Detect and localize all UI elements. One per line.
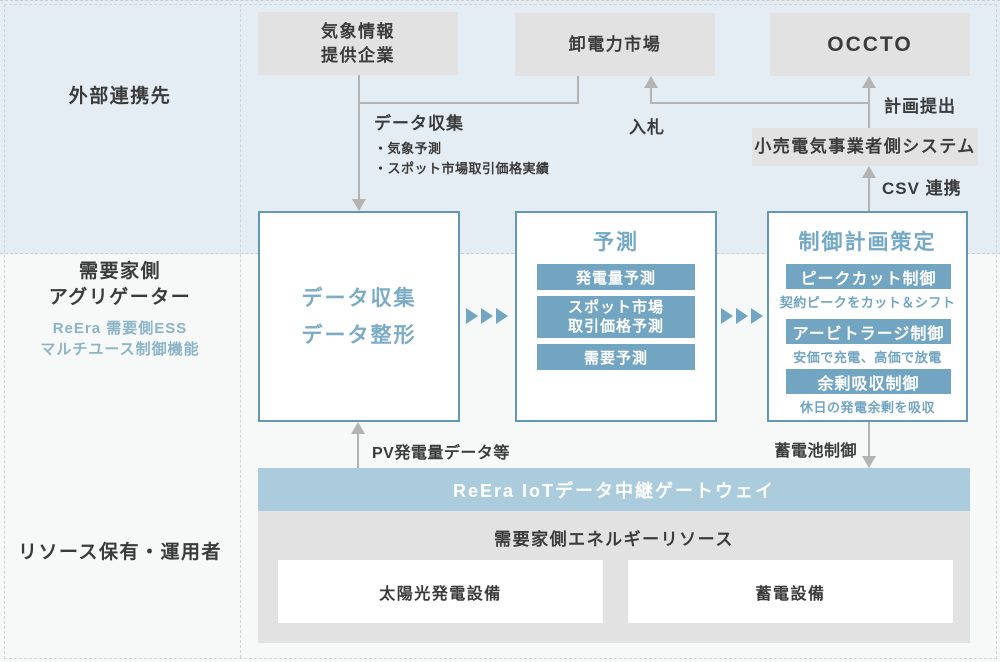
csv-arrowhead: [862, 166, 876, 178]
forecast-title: 予測: [593, 231, 639, 254]
wholesale-market-node: 卸電力市場: [515, 13, 715, 76]
forecast-item-demand: 需要予測: [537, 344, 695, 370]
occto-node: OCCTO: [770, 13, 970, 76]
data-collect-shape-node: データ収集 データ整形: [258, 211, 460, 422]
battery-control-arrowhead: [862, 456, 876, 468]
lane-label-external: 外部連携先: [68, 86, 172, 107]
chevron-icon: [481, 308, 493, 324]
connector-market-branch-line: [358, 102, 579, 104]
bid-line-horizontal: [650, 102, 870, 104]
connector-weather-down-line: [358, 75, 360, 199]
gateway-bar: ReEra IoTデータ中継ゲートウェイ: [258, 468, 970, 511]
chevron-icon: [721, 308, 733, 324]
control-plan-node: 制御計画策定 ピークカット制御 契約ピークをカット＆シフト アービトラージ制御 …: [767, 211, 968, 422]
lane-label-aggregator: 需要家側 アグリゲーター: [0, 259, 240, 311]
forecast-item-generation: 発電量予測: [537, 264, 695, 290]
connector-collect-arrowhead: [352, 199, 366, 211]
chevron-icon: [466, 308, 478, 324]
lane-sublabel-aggregator: ReEra 需要側ESS マルチユース制御機能: [0, 318, 240, 360]
connector-market-down-line: [577, 76, 579, 103]
pv-data-label: PV発電量データ等: [372, 445, 510, 462]
csv-line: [868, 178, 870, 212]
energy-resource-title: 需要家側エネルギーリソース: [494, 530, 734, 549]
plan-submit-label: 計画提出: [884, 97, 956, 116]
control-item-peak-cut: ピークカット制御: [786, 264, 951, 289]
plan-submit-line: [868, 88, 870, 128]
chevron-icon: [751, 308, 763, 324]
collect-shape-line2: データ整形: [301, 323, 417, 347]
bid-arrowhead: [644, 76, 658, 88]
bid-label: 入札: [629, 118, 665, 137]
energy-resource-container: 需要家側エネルギーリソース 太陽光発電設備 蓄電設備: [258, 511, 970, 643]
control-item-surplus-caption: 休日の発電余剰を吸収: [799, 400, 935, 415]
data-collection-item-weather: ・気象予測: [374, 141, 442, 156]
weather-provider-node: 気象情報 提供企業: [258, 12, 458, 75]
chevron-collect-to-forecast: [466, 308, 508, 324]
lane-sublabel-line2: マルチユース制御機能: [40, 341, 200, 358]
forecast-item-spot-price: スポット市場 取引価格予測: [537, 296, 695, 338]
pv-facility-node: 太陽光発電設備: [278, 560, 603, 623]
bid-line-vertical: [650, 88, 652, 104]
pv-data-arrowhead: [351, 422, 365, 434]
control-item-arbitrage: アービトラージ制御: [786, 319, 951, 344]
forecast-node: 予測 発電量予測 スポット市場 取引価格予測 需要予測: [515, 211, 717, 422]
chevron-icon: [496, 308, 508, 324]
retailer-system-node: 小売電気事業者側システム: [752, 128, 978, 166]
lane-label-aggregator-line1: 需要家側: [78, 261, 161, 282]
battery-control-line: [868, 422, 870, 456]
lane-label-resource: リソース保有・運用者: [17, 542, 223, 563]
plan-submit-arrowhead: [862, 76, 876, 88]
lane-sublabel-line1: ReEra 需要側ESS: [52, 320, 188, 337]
weather-provider-line1: 気象情報: [321, 21, 395, 41]
data-collection-item-spot: ・スポット市場取引価格実績: [374, 161, 550, 176]
battery-facility-node: 蓄電設備: [628, 560, 953, 623]
control-item-surplus: 余剰吸収制御: [786, 369, 951, 394]
lane-label-aggregator-line2: アグリゲーター: [48, 287, 192, 308]
weather-provider-line2: 提供企業: [321, 45, 395, 65]
control-item-peak-cut-caption: 契約ピークをカット＆シフト: [779, 295, 956, 310]
collect-shape-line1: データ収集: [301, 286, 417, 310]
data-collection-label: データ収集: [374, 114, 464, 133]
lane-divider: [240, 4, 241, 658]
chevron-icon: [736, 308, 748, 324]
control-item-arbitrage-caption: 安価で充電、高価で放電: [793, 350, 942, 365]
pv-data-line: [357, 434, 359, 468]
battery-control-label: 蓄電池制御: [774, 443, 857, 460]
csv-label: CSV 連携: [882, 179, 962, 198]
chevron-forecast-to-control: [721, 308, 763, 324]
control-plan-title: 制御計画策定: [798, 231, 937, 254]
